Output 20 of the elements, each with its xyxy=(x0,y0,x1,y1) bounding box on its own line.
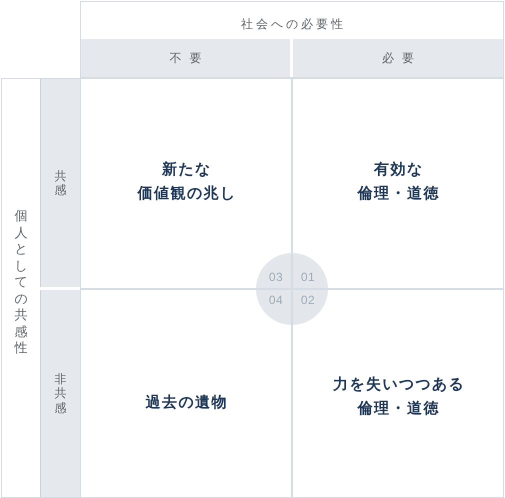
quadrant-label: 有効な倫理・道徳 xyxy=(356,159,440,204)
quadrant-label: 力を失いつつある倫理・道徳 xyxy=(332,374,465,419)
column-header: 必要 xyxy=(293,39,503,77)
quadrant-label: 新たな価値観の兆し xyxy=(136,159,236,204)
quadrant xyxy=(80,289,292,498)
quadrant-number: 02 xyxy=(300,293,316,307)
column-header-panel xyxy=(80,1,504,78)
row-header-panel xyxy=(1,78,81,498)
quadrant-label: 過去の遺物 xyxy=(144,392,228,413)
quadrant xyxy=(292,289,504,498)
row-header: 共感 xyxy=(40,79,80,287)
quadrant-number: 03 xyxy=(268,270,284,284)
quadrant-number: 01 xyxy=(300,270,316,284)
axis-title: 個人としての共感性 xyxy=(14,208,28,358)
quadrant xyxy=(292,78,504,289)
quadrant-number: 04 xyxy=(268,293,284,307)
row-header: 非共感 xyxy=(40,290,80,497)
column-header: 不要 xyxy=(81,39,290,77)
quadrant xyxy=(80,78,292,289)
axis-title: 社会への必要性 xyxy=(240,16,346,33)
